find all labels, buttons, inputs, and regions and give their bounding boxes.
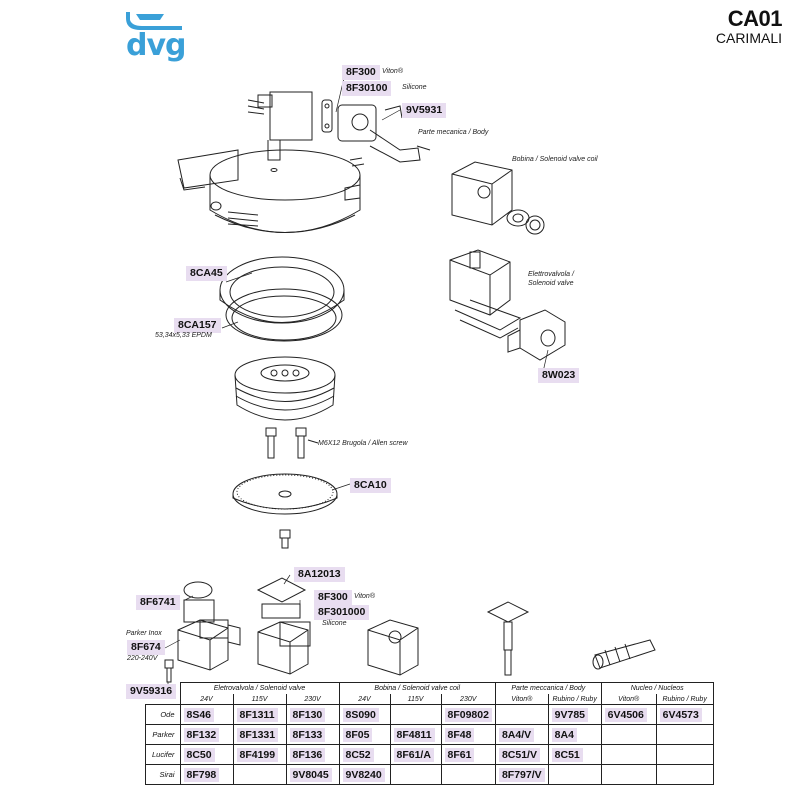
callout-8CA157-note: 53,34x5,33 EPDM <box>155 332 212 339</box>
core-tube-drawing <box>592 639 656 670</box>
callout-8F30100: 8F30100 <box>342 81 392 96</box>
row-label: Lucifer <box>145 744 181 765</box>
logo: dvg <box>120 6 190 63</box>
label-valve: Elettrovalvola / Solenoid valve <box>528 271 574 287</box>
gasket-8CA45-drawing <box>219 256 345 324</box>
table-cell: 8F4199 <box>236 747 279 762</box>
table-cell: 8C52 <box>342 747 374 762</box>
model-code: CA01 <box>727 6 783 31</box>
solenoid-valve-8A12013-drawing <box>256 577 311 675</box>
table-cell: 6V4573 <box>659 707 702 722</box>
label-parker-inox: Parker Inox <box>126 630 162 637</box>
callout-8F300-b: 8F300 <box>314 590 352 605</box>
table-cell: 8S090 <box>342 707 379 722</box>
coil-drawing <box>451 161 545 235</box>
sub-header: Rubino / Ruby <box>655 694 714 705</box>
label-body: Parte mecanica / Body <box>418 129 489 136</box>
callout-8CA45: 8CA45 <box>186 266 227 281</box>
sub-header: 230V <box>285 694 340 705</box>
sub-header: 230V <box>440 694 496 705</box>
logo-drop-icon <box>126 12 182 30</box>
callout-8F30100-note: Silicone <box>402 84 427 91</box>
label-coil: Bobina / Solenoid valve coil <box>512 156 598 163</box>
row-label: Parker <box>145 724 181 745</box>
oring-8CA157-drawing <box>225 288 343 342</box>
callout-9V5931: 9V5931 <box>402 103 447 118</box>
parts-table: Eletrovalvola / Solenoid valve Bobina / … <box>145 682 714 785</box>
row-label: Ode <box>145 704 181 725</box>
callout-8F301000-note: Silicone <box>322 620 347 627</box>
sub-header: 115V <box>389 694 442 705</box>
callout-8F300: 8F300 <box>342 65 380 80</box>
group-header: Eletrovalvola / Solenoid valve <box>179 682 340 694</box>
body-drawing <box>337 104 431 167</box>
coil-bottom-drawing <box>367 619 419 676</box>
callout-8F301000: 8F301000 <box>314 605 370 620</box>
table-cell: 8F133 <box>289 727 326 742</box>
sub-header: 115V <box>232 694 287 705</box>
table-cell: 8F136 <box>289 747 326 762</box>
page-title: CA01 CARIMALI <box>715 6 783 46</box>
callout-8F674: 8F674 <box>127 640 165 655</box>
table-group-header: Eletrovalvola / Solenoid valve Bobina / … <box>145 682 714 694</box>
table-cell: 8F61 <box>444 747 475 762</box>
table-cell: 8F132 <box>183 727 220 742</box>
logo-text: dvg <box>126 28 187 63</box>
table-cell: 8A4 <box>551 727 577 742</box>
table-cell: 8F05 <box>342 727 373 742</box>
shower-screen-drawing <box>232 473 338 549</box>
table-cell: 8C50 <box>183 747 215 762</box>
table-cell: 9V8045 <box>289 767 332 782</box>
table-cell: 8F1311 <box>236 707 278 722</box>
table-cell: 8F797/V <box>498 767 545 782</box>
group-header: Bobina / Solenoid valve coil <box>338 682 496 694</box>
parker-inox-valve-drawing <box>164 581 241 683</box>
screws-drawing <box>265 427 319 459</box>
table-cell: 8C51/V <box>498 747 540 762</box>
table-row: Lucifer 8C50 8F4199 8F136 8C52 8F61/A 8F… <box>145 744 714 765</box>
solenoid-valve-drawing <box>449 249 522 339</box>
callout-8F674-note: 220-240V <box>127 655 158 662</box>
callout-8F300-note: Viton® <box>382 68 403 75</box>
table-row: Parker 8F132 8F1331 8F133 8F05 8F4811 8F… <box>145 724 714 745</box>
sub-header: Rubino / Ruby <box>547 694 602 705</box>
group-header: Parte meccanica / Body <box>494 682 602 694</box>
group-header: Nucleo / Nucleos <box>600 682 714 694</box>
sub-header: 24V <box>338 694 391 705</box>
callout-8F300-b-note: Viton® <box>354 593 375 600</box>
table-cell: 8C51 <box>551 747 583 762</box>
top-gasket-drawing <box>321 99 333 133</box>
table-row: Ode 8S46 8F1311 8F130 8S090 8F09802 9V78… <box>145 704 714 725</box>
sub-header: Viton® <box>494 694 549 705</box>
group-head-body-drawing <box>177 91 361 233</box>
callout-8F6741: 8F6741 <box>136 595 180 610</box>
table-sub-header: 24V 115V 230V 24V 115V 230V Viton® Rubin… <box>145 694 714 705</box>
table-cell: 8F1331 <box>236 727 279 742</box>
callout-8CA157: 8CA157 <box>174 318 221 333</box>
sub-header: Viton® <box>600 694 657 705</box>
table-cell: 8F798 <box>183 767 220 782</box>
sub-header: 24V <box>179 694 234 705</box>
callout-8A12013: 8A12013 <box>294 567 345 582</box>
table-cell: 8F48 <box>444 727 475 742</box>
table-cell: 8F130 <box>289 707 326 722</box>
table-cell: 8F4811 <box>393 727 435 742</box>
label-screw: M6X12 Brugola / Allen screw <box>318 440 408 447</box>
table-row: Sirai 8F798 9V8045 9V8240 8F797/V <box>145 764 714 785</box>
shower-holder-drawing <box>234 356 336 421</box>
brand-name: CARIMALI <box>715 30 782 46</box>
table-cell: 9V8240 <box>342 767 385 782</box>
callout-8CA10: 8CA10 <box>350 478 391 493</box>
table-cell: 8A4/V <box>498 727 535 742</box>
table-cell: 8F09802 <box>444 707 492 722</box>
table-cell: 6V4506 <box>604 707 647 722</box>
table-cell: 8S46 <box>183 707 215 722</box>
body-bottom-drawing <box>486 601 530 676</box>
table-cell: 9V785 <box>551 707 589 722</box>
callout-8W023: 8W023 <box>538 368 580 383</box>
connector-drawing <box>507 309 566 361</box>
table-cell: 8F61/A <box>393 747 434 762</box>
row-label: Sirai <box>145 764 181 785</box>
